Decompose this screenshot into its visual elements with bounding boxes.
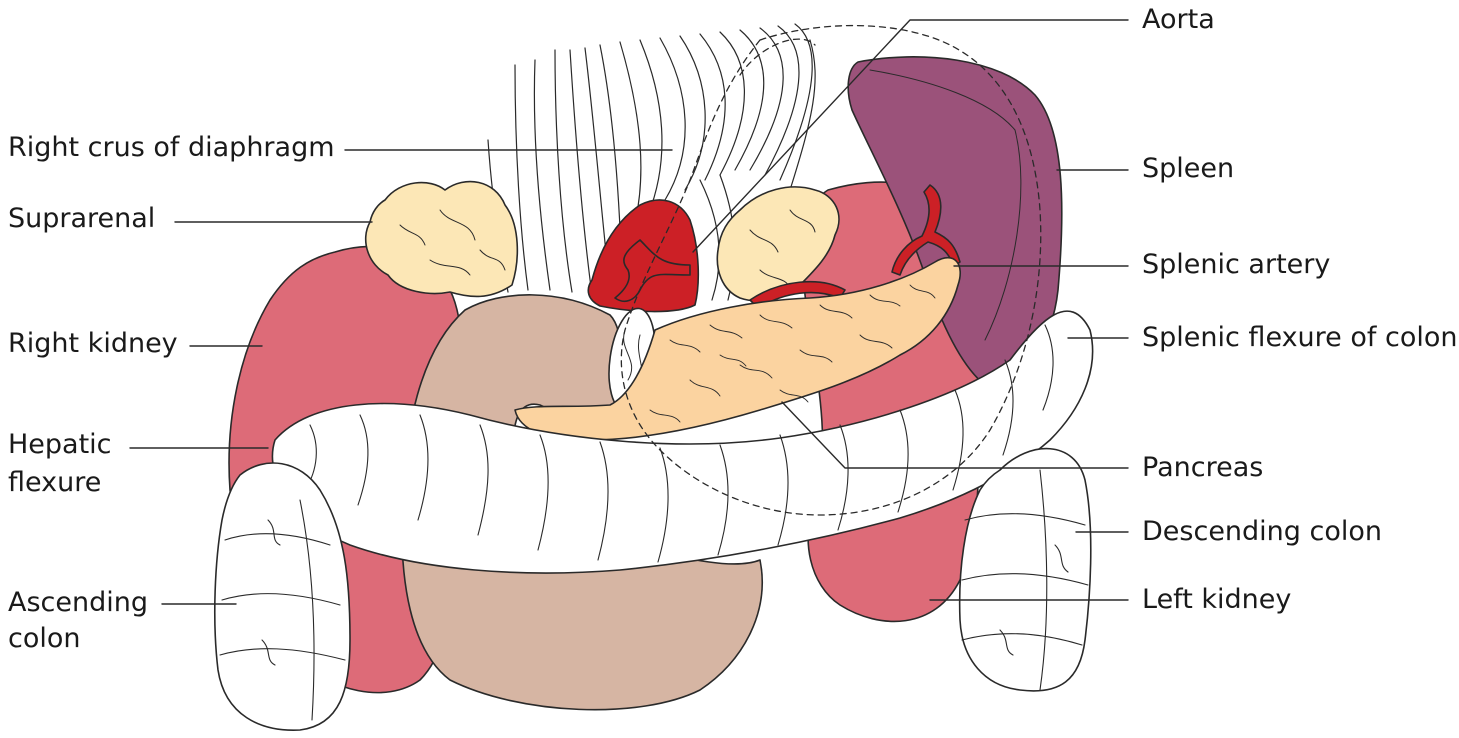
label-pancreas: Pancreas [1142,452,1264,483]
label-left-kidney: Left kidney [1142,584,1292,615]
label-suprarenal: Suprarenal [8,203,156,234]
right-suprarenal-texture [399,209,506,276]
ascending-colon-shape [213,462,351,731]
descending-colon-haustra [961,469,1089,691]
label-hepatic-flexure-line1: Hepatic [8,429,112,460]
dashed-stomach-outline [620,24,1042,516]
label-ascending-colon-line2: colon [8,623,81,654]
spleen-inner-line [869,69,1022,341]
diaphragm-crus-fibers [487,23,816,301]
label-splenic-flexure-of-colon: Splenic flexure of colon [1142,322,1458,353]
label-aorta: Aorta [1142,4,1215,35]
ascending-colon-haustra [219,499,346,721]
label-descending-colon: Descending colon [1142,516,1383,547]
right-suprarenal-shape [364,180,519,298]
transverse-colon-shape [271,310,1094,574]
transverse-colon-haustra [304,324,1054,563]
label-spleen: Spleen [1142,153,1235,184]
descending-colon-shape [958,447,1092,692]
label-right-crus-of-diaphragm: Right crus of diaphragm [8,132,335,163]
celiac-branch [614,239,691,302]
label-hepatic-flexure-line2: flexure [8,467,102,498]
label-ascending-colon-line1: Ascending [8,587,148,618]
label-right-kidney: Right kidney [8,328,178,359]
leader-lines [129,19,1129,605]
splenic-artery-branches [891,184,961,276]
label-splenic-artery: Splenic artery [1142,249,1331,280]
pancreas-texture [649,284,936,423]
